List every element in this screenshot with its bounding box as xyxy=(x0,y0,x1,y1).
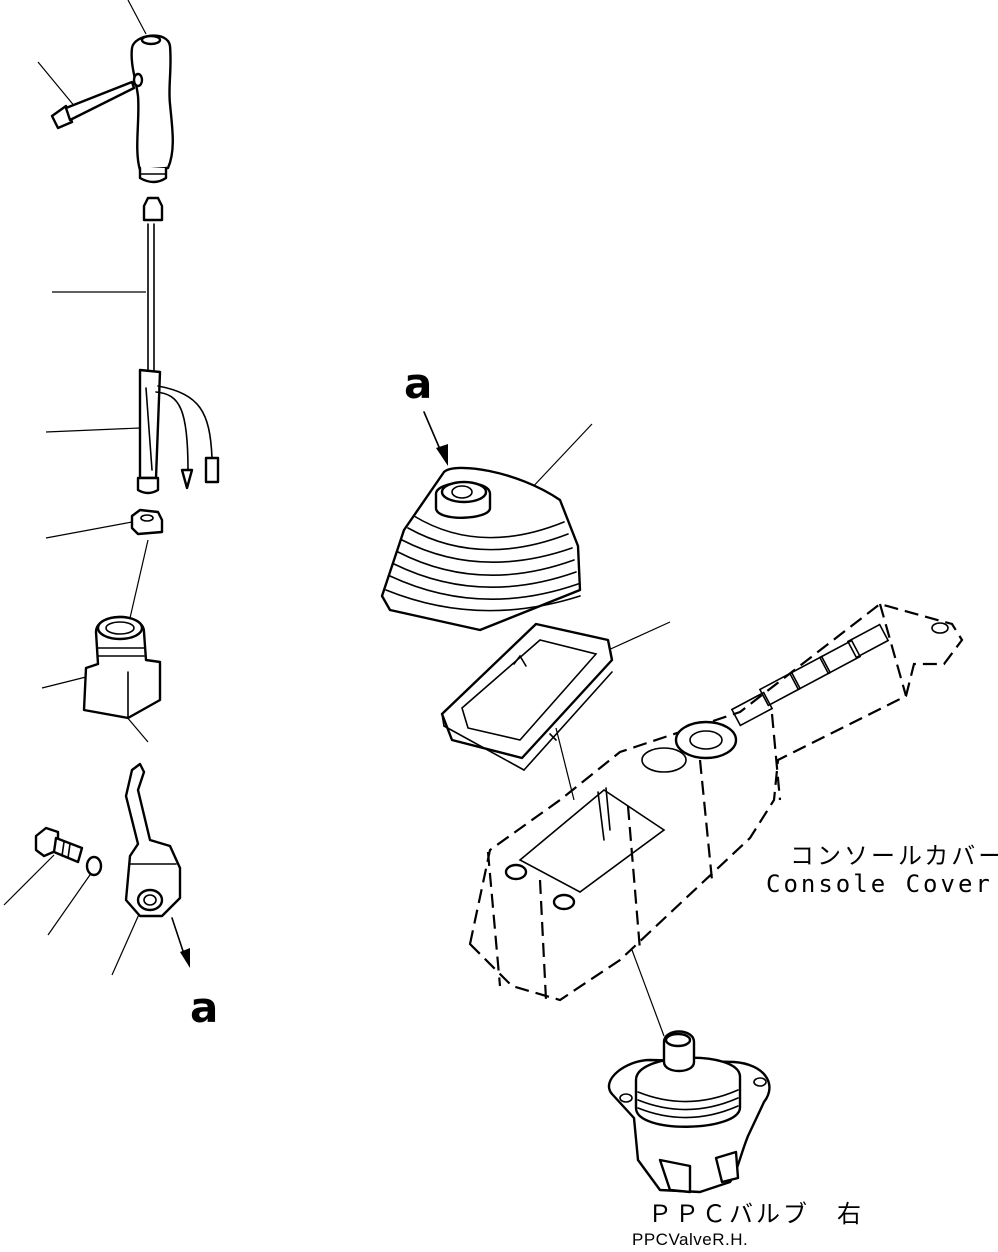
leader-lines-left xyxy=(3,0,149,976)
screw-icon xyxy=(50,80,136,130)
arrow-lower xyxy=(171,917,190,968)
leader-lines-right xyxy=(527,423,671,1037)
lever-icon xyxy=(124,762,182,918)
arrow-upper xyxy=(423,411,448,466)
boot-icon xyxy=(82,615,162,720)
ppc-valve-label-jp: ＰＰＣバルブ 右 xyxy=(648,1200,864,1228)
console-cover-label-en: Console Cover R.H. xyxy=(766,870,998,898)
switch-harness-icon xyxy=(136,196,220,495)
console-cover-label-jp: コンソールカバー 右 xyxy=(790,842,998,870)
washer-icon xyxy=(85,855,103,877)
bellows-boot-icon xyxy=(380,466,582,632)
nut-icon xyxy=(130,508,164,536)
grip-knob-icon xyxy=(130,34,174,184)
marker-a-upper: a xyxy=(404,359,432,408)
bolt-icon xyxy=(34,826,84,864)
console-cover-icon xyxy=(468,602,964,1002)
ppc-valve-icon xyxy=(607,1030,771,1194)
ppc-valve-label-en: PPCValveR.H. xyxy=(632,1230,748,1247)
frame-plate-icon xyxy=(440,622,614,771)
marker-a-lower: a xyxy=(190,983,218,1032)
